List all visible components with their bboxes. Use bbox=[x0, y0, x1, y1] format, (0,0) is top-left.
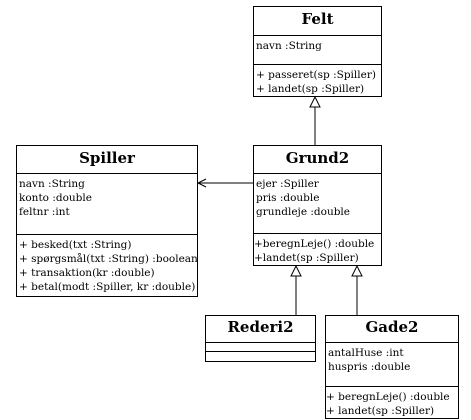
class-spiller-attribute: konto :double bbox=[19, 192, 92, 204]
class-spiller-operation: + spørgsmål(txt :String) :boolean bbox=[19, 253, 198, 265]
class-gade2-attributes: antalHuse :int huspris :double bbox=[326, 343, 458, 387]
class-grund2-operation: +beregnLeje() :double bbox=[254, 238, 375, 250]
class-grund2-operation: +landet(sp :Spiller) bbox=[254, 252, 359, 264]
class-spiller-operation: + besked(txt :String) bbox=[19, 239, 132, 251]
class-rederi2-name: Rederi2 bbox=[206, 316, 315, 343]
class-gade2-attribute: antalHuse :int bbox=[328, 347, 404, 359]
class-rederi2: Rederi2 bbox=[205, 315, 316, 362]
class-grund2-name: Grund2 bbox=[254, 146, 381, 174]
class-gade2-operation: + landet(sp :Spiller) bbox=[326, 405, 435, 417]
class-grund2-attributes: ejer :Spiller pris :double grundleje :do… bbox=[254, 174, 381, 234]
inheritance-arrowhead-grund2-left bbox=[290, 264, 302, 277]
inheritance-arrowhead-felt bbox=[309, 95, 321, 108]
class-gade2-operation: + beregnLeje() :double bbox=[326, 391, 450, 403]
class-felt-attribute: navn :String bbox=[256, 40, 322, 52]
class-spiller-attribute: feltnr :int bbox=[19, 206, 70, 218]
association-arrowhead-spiller bbox=[196, 178, 207, 188]
class-spiller: Spiller navn :String konto :double feltn… bbox=[16, 145, 198, 297]
class-gade2-name: Gade2 bbox=[326, 316, 458, 343]
class-gade2-attribute: huspris :double bbox=[328, 361, 411, 373]
class-spiller-name: Spiller bbox=[17, 146, 197, 174]
class-gade2: Gade2 antalHuse :int huspris :double + b… bbox=[325, 315, 459, 419]
class-gade2-operations: + beregnLeje() :double + landet(sp :Spil… bbox=[326, 387, 458, 418]
class-grund2-attribute: ejer :Spiller bbox=[256, 178, 319, 190]
class-grund2: Grund2 ejer :Spiller pris :double grundl… bbox=[253, 145, 382, 266]
class-felt-operation: + landet(sp :Spiller) bbox=[256, 83, 365, 95]
class-grund2-operations: +beregnLeje() :double +landet(sp :Spille… bbox=[254, 234, 381, 265]
class-rederi2-attributes bbox=[206, 343, 315, 352]
class-felt-operations: + passeret(sp :Spiller) + landet(sp :Spi… bbox=[254, 65, 381, 96]
class-spiller-operations: + besked(txt :String) + spørgsmål(txt :S… bbox=[17, 235, 198, 296]
inheritance-arrowhead-grund2-right bbox=[351, 264, 363, 277]
class-spiller-operation: + betal(modt :Spiller, kr :double) bbox=[19, 281, 196, 293]
class-rederi2-operations bbox=[206, 352, 315, 361]
class-spiller-operation: + transaktion(kr :double) bbox=[19, 267, 155, 279]
class-felt: Felt navn :String + passeret(sp :Spiller… bbox=[253, 6, 382, 97]
class-felt-name: Felt bbox=[254, 7, 381, 36]
class-spiller-attributes: navn :String konto :double feltnr :int bbox=[17, 174, 197, 235]
class-grund2-attribute: grundleje :double bbox=[256, 206, 351, 218]
class-spiller-attribute: navn :String bbox=[19, 178, 85, 190]
class-felt-attributes: navn :String bbox=[254, 36, 381, 65]
class-grund2-attribute: pris :double bbox=[256, 192, 320, 204]
class-felt-operation: + passeret(sp :Spiller) bbox=[256, 69, 376, 81]
